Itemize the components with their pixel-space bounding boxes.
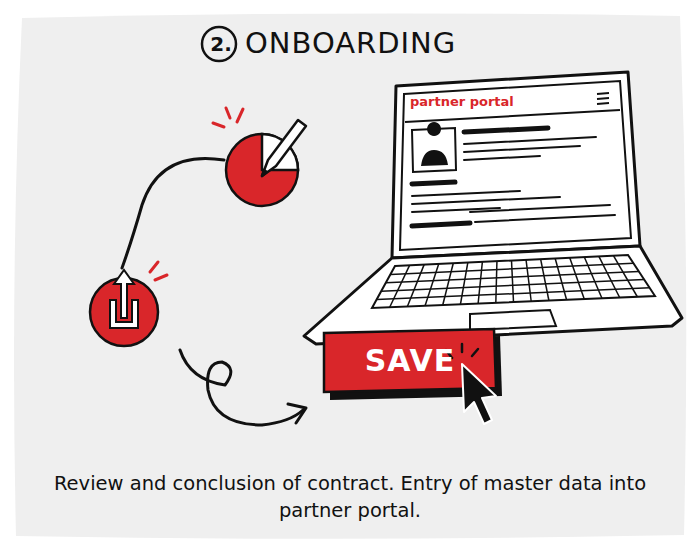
header-rule (405, 110, 620, 122)
key-line (390, 265, 410, 307)
key-line (478, 262, 482, 304)
number-circle (202, 27, 236, 61)
screen-header: partner portal (410, 94, 514, 109)
background-panel (14, 13, 686, 538)
key-line (599, 256, 620, 297)
arrow-head (288, 404, 306, 423)
keyboard (372, 255, 655, 308)
key-line (570, 258, 585, 299)
flow-curve (122, 158, 224, 268)
save-button: SAVE (365, 343, 456, 378)
node-text: partner portal (410, 94, 514, 109)
attention-marks (150, 262, 167, 280)
caption: Review and conclusion of contract. Entry… (30, 470, 670, 524)
node-text: SAVE (365, 343, 456, 378)
key-line (443, 263, 454, 305)
mouse-cursor (462, 364, 496, 424)
keyboard-keys (377, 256, 650, 308)
pencil (262, 120, 306, 176)
step-number: 2. (210, 32, 232, 56)
key-line (584, 257, 602, 298)
key-line (613, 256, 637, 297)
key-line (496, 261, 497, 303)
key-line (460, 263, 467, 305)
flow-curve (180, 350, 303, 425)
key-line (555, 258, 566, 299)
text-lines (412, 128, 615, 226)
touchpad (470, 310, 556, 330)
key-line (407, 265, 424, 307)
attention-marks (213, 108, 243, 127)
key-line (425, 264, 439, 306)
menu-icon (597, 93, 609, 104)
key-line (541, 259, 549, 300)
laptop-lid (392, 72, 640, 258)
key-line (512, 261, 514, 303)
key-line (526, 260, 531, 301)
upload-arrow (114, 270, 134, 318)
laptop-screen (400, 81, 631, 250)
avatar (421, 122, 448, 166)
diagram-title: ONBOARDING (245, 26, 456, 60)
